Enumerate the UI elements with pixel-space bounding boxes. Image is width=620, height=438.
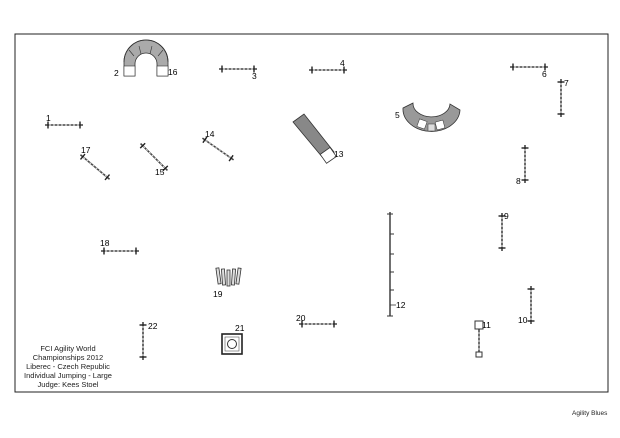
label-2: 2 (114, 68, 119, 78)
chute-13 (292, 113, 337, 164)
tunnel-2-16 (123, 39, 169, 77)
label-18: 18 (100, 238, 110, 248)
credit-text: Agility Blues (572, 410, 608, 417)
label-15: 15 (155, 167, 165, 177)
label-19: 19 (213, 289, 223, 299)
hurdle-10 (526, 285, 536, 325)
label-5: 5 (395, 110, 400, 120)
label-9: 9 (504, 211, 509, 221)
label-21: 21 (235, 323, 245, 333)
table-21 (221, 333, 243, 355)
hurdle-22 (138, 321, 148, 361)
hurdle-8 (520, 144, 530, 184)
long-jump-12 (387, 212, 396, 317)
label-6: 6 (542, 69, 547, 79)
hurdle-18 (100, 246, 140, 256)
tunnel-5 (402, 102, 461, 132)
label-3: 3 (252, 71, 257, 81)
tyre-11 (474, 320, 484, 358)
hurdle-14 (199, 134, 237, 164)
long-jump-19 (215, 267, 242, 287)
label-16: 16 (168, 67, 178, 77)
label-17: 17 (81, 145, 91, 155)
label-7: 7 (564, 78, 569, 88)
info-judge: Judge: Kees Stoel (37, 380, 99, 389)
label-13: 13 (334, 149, 344, 159)
label-1: 1 (46, 113, 51, 123)
label-4: 4 (340, 58, 345, 68)
hurdle-15 (137, 140, 171, 174)
label-11: 11 (482, 320, 491, 330)
ring-boundary (14, 33, 609, 393)
info-title: FCI Agility World (40, 344, 96, 353)
hurdle-17 (77, 151, 113, 183)
label-22: 22 (148, 321, 158, 331)
info-event: Championships 2012 (32, 353, 104, 362)
label-8: 8 (516, 176, 521, 186)
info-location: Liberec - Czech Republic (26, 362, 110, 371)
label-10: 10 (518, 315, 528, 325)
course-info: FCI Agility World Championships 2012 Lib… (14, 344, 122, 389)
label-20: 20 (296, 313, 306, 323)
label-14: 14 (205, 129, 215, 139)
label-12: 12 (396, 300, 406, 310)
info-class: Individual Jumping - Large (24, 371, 112, 380)
